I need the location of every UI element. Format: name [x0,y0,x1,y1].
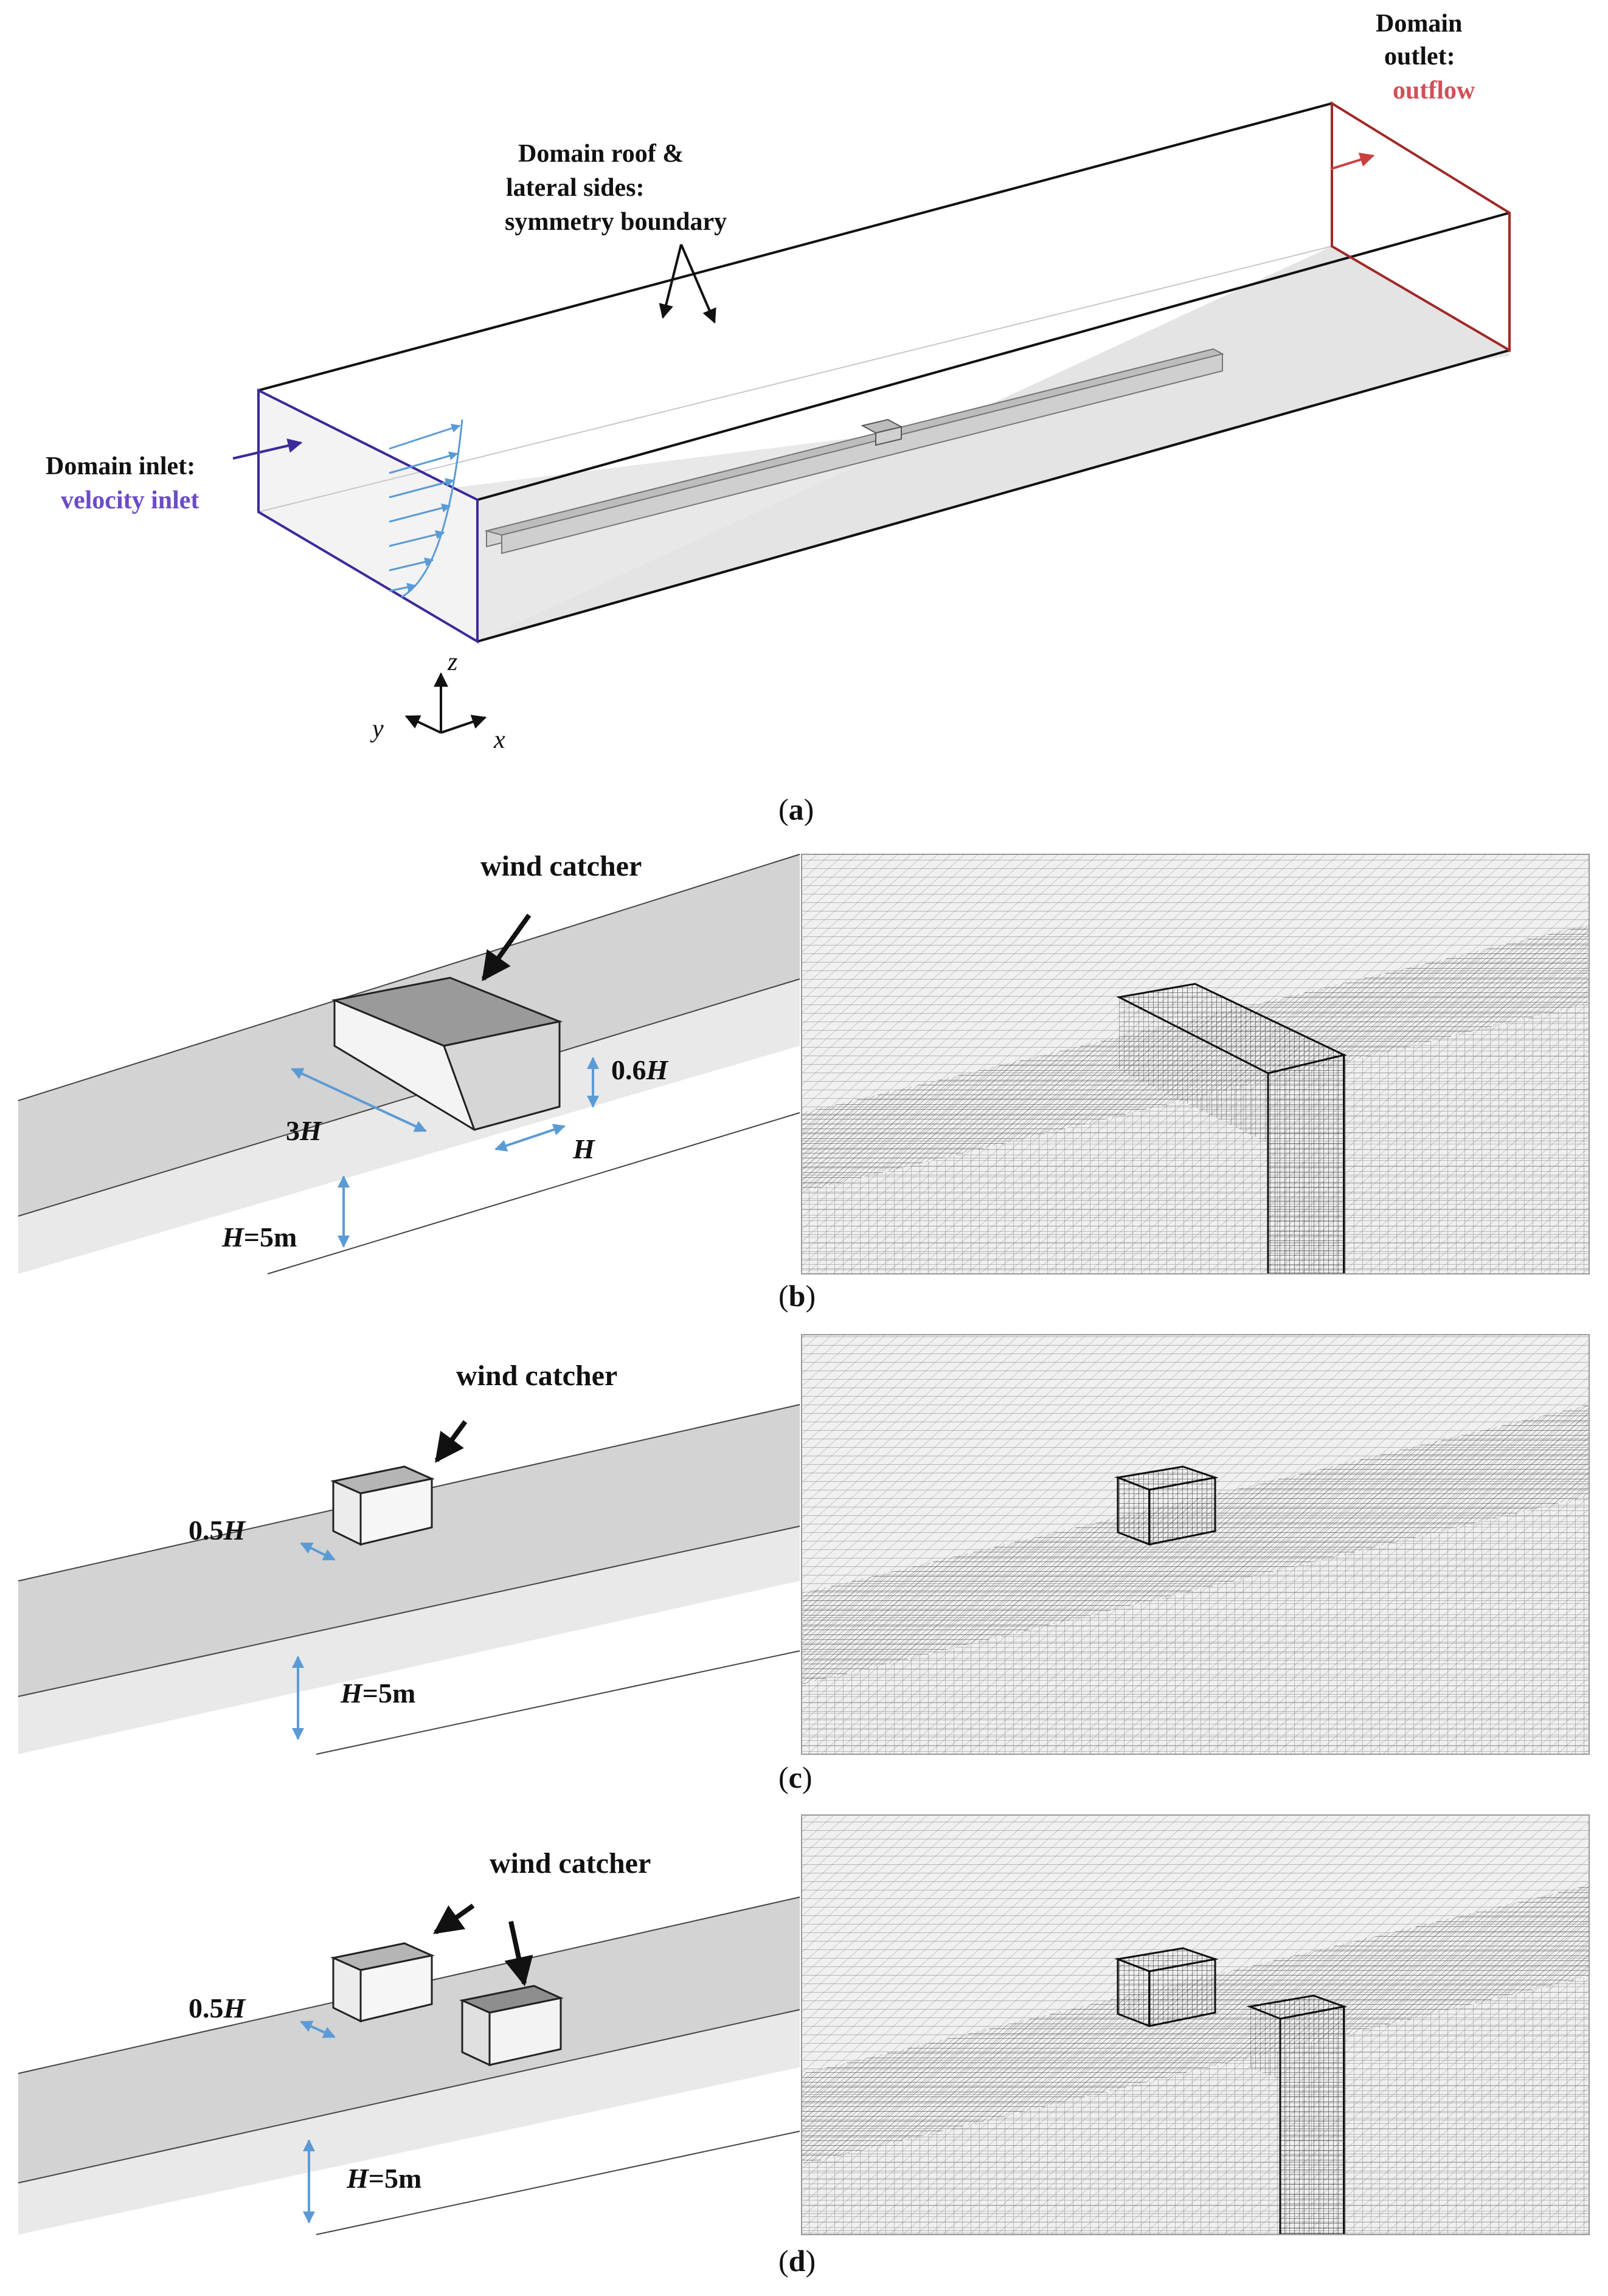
dim-width-label: H [572,1133,595,1164]
mesh-c [802,1335,1589,1754]
roof-label-line2: lateral sides: [506,174,644,202]
axis-z-label: z [447,648,457,676]
inlet-face [257,388,479,644]
dim-width-label: 0.5H [189,1515,246,1546]
caption-c: (c) [778,1760,813,1794]
axis-y-label: y [370,715,384,743]
axis-triad [404,672,487,734]
caption-d: (d) [778,2244,816,2278]
inlet-label: Domain inlet: [46,452,195,480]
dim-length-label: 3H [286,1115,322,1146]
caption-b: (b) [778,1279,816,1313]
axis-x-label: x [493,726,505,754]
panel-c-geometry [18,1335,800,1755]
dim-height-label: 0.6H [611,1054,669,1085]
mesh-d [802,1815,1589,2235]
outlet-face [1331,101,1511,353]
wind-catcher-label: wind catcher [456,1360,617,1392]
dim-street-label: H=5m [221,1222,297,1253]
dim-width-label: 0.5H [189,1993,246,2024]
wind-catcher-box [330,1465,435,1546]
wind-catcher-box-downstream [459,1985,564,2067]
wind-catcher-label: wind catcher [480,850,642,882]
panel-a-domain [232,101,1511,734]
street-canyon [18,1405,800,1696]
mesh-b [802,854,1589,1274]
roof-label-line3: symmetry boundary [505,208,727,236]
caption-a: (a) [778,792,814,826]
outlet-label-line2: outlet: [1384,43,1455,71]
wind-catcher-box [331,977,563,1131]
wind-catcher-label: wind catcher [490,1847,651,1879]
wind-catcher-box-upstream [330,1942,435,2023]
outlet-label-line1: Domain [1376,10,1462,38]
street-canyon [18,1897,800,2183]
panel-d-geometry [18,1815,800,2235]
dim-street-label: H=5m [340,1678,415,1709]
roof-label-line1: Domain roof & [518,140,684,168]
dim-street-label: H=5m [346,2163,421,2194]
outlet-type: outflow [1393,77,1475,105]
panel-b-geometry [18,854,800,1274]
inlet-type: velocity inlet [61,486,199,514]
